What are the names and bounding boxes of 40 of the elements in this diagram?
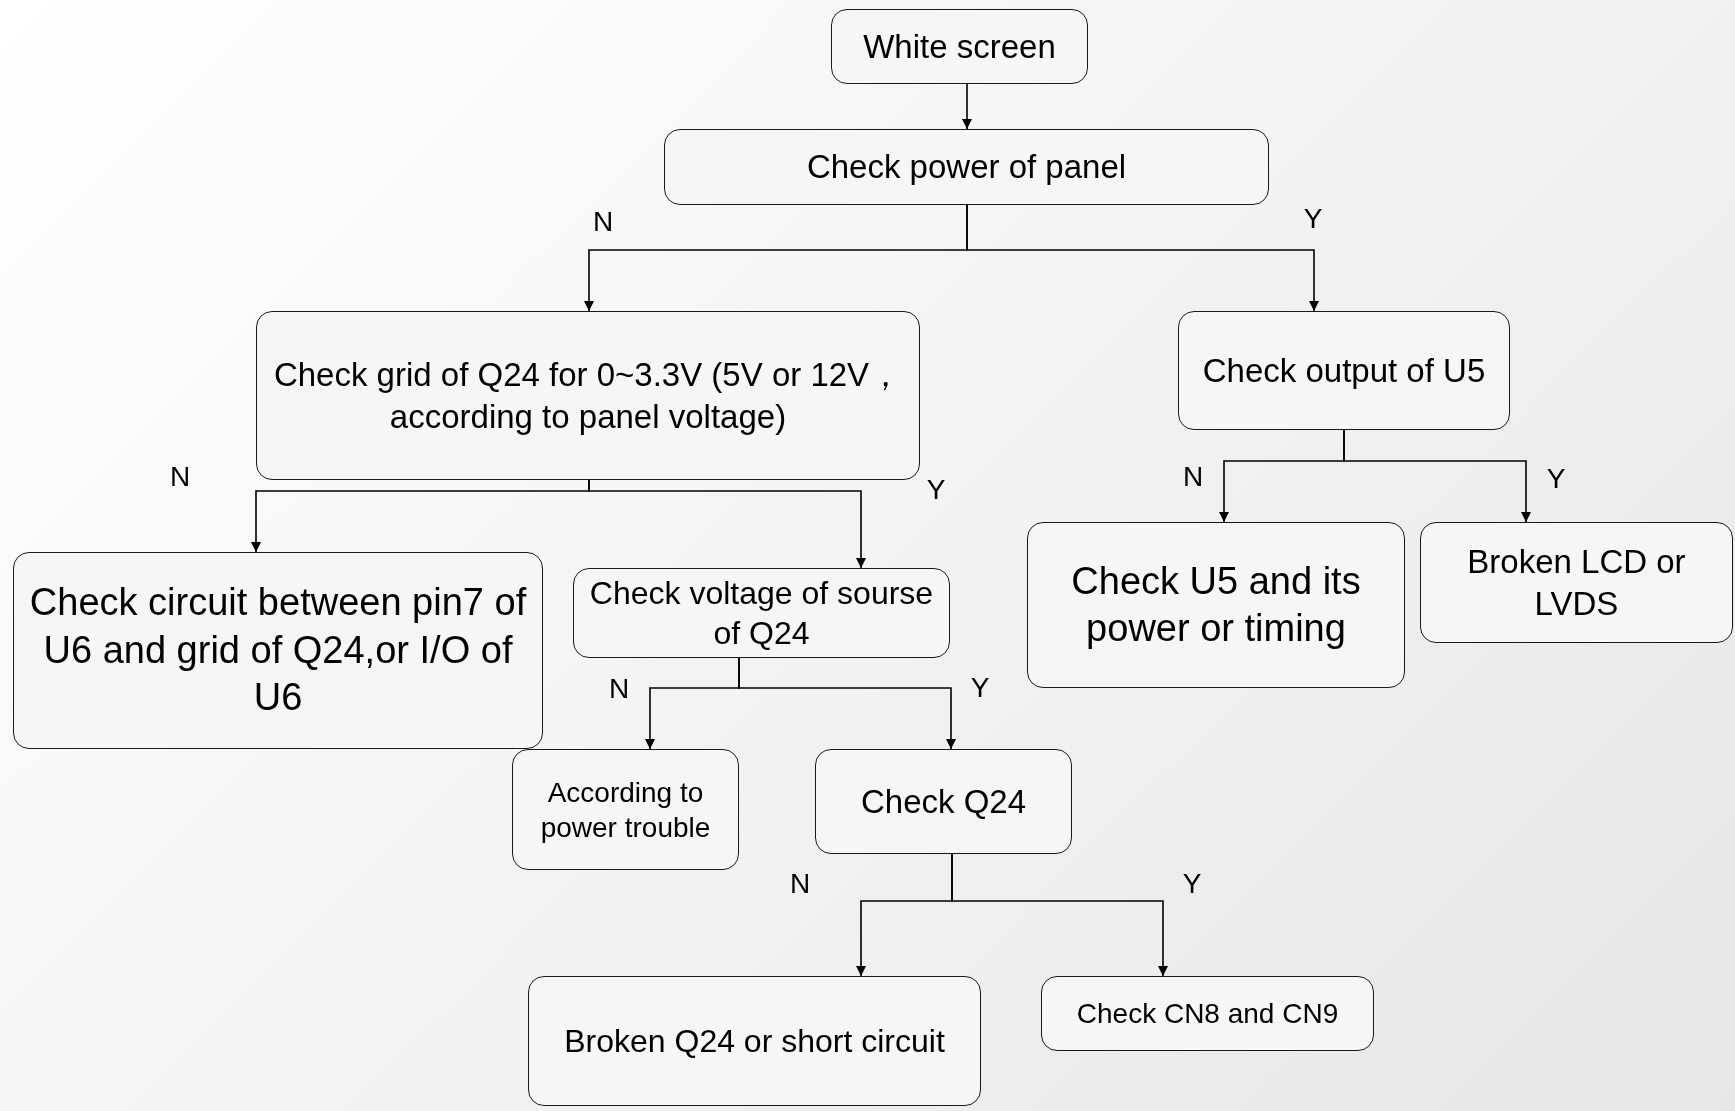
arrow: [738, 657, 956, 750]
box-text: White screen: [863, 26, 1056, 67]
process-box: [13, 552, 543, 749]
edge-label: N: [1182, 463, 1204, 491]
box-text: Check CN8 and CN9: [1076, 997, 1339, 1031]
arrow: [951, 853, 1168, 977]
process-box: [664, 129, 1269, 205]
process-box: [1041, 976, 1374, 1051]
edge-label: N: [169, 463, 191, 491]
process-box: [528, 976, 981, 1106]
box-text: Check circuit between pin7 of U6 and grid of Q24,or I/O of U6: [28, 580, 528, 721]
edge-label: Y: [1182, 870, 1202, 898]
process-box: [1420, 522, 1733, 643]
box-text: Check output of U5: [1202, 350, 1486, 391]
process-box: [815, 749, 1072, 854]
edge-label: Y: [970, 674, 990, 702]
process-box: [1178, 311, 1510, 430]
process-box: [831, 9, 1088, 84]
box-text: Check grid of Q24 for 0~3.3V (5V or 12V，according to panel voltage): [272, 355, 904, 437]
process-box: [512, 749, 739, 870]
arrow: [962, 83, 972, 130]
edge-label: N: [608, 675, 630, 703]
arrow: [1343, 429, 1531, 523]
box-text: Check Q24: [860, 781, 1027, 822]
process-box: [573, 568, 950, 658]
box-text: Check U5 and its power or timing: [1070, 558, 1362, 651]
process-box: [1027, 522, 1405, 688]
edge-label: Y: [1546, 465, 1566, 493]
box-text: Broken Q24 or short circuit: [564, 1022, 945, 1061]
edge-label: N: [592, 208, 614, 236]
edge-label: N: [789, 870, 811, 898]
box-text: Broken LCD or LVDS: [1466, 542, 1687, 624]
edge-label: Y: [1303, 205, 1323, 233]
box-text: Check power of panel: [806, 147, 1127, 188]
edge-label: Y: [926, 476, 946, 504]
box-text: Check voltage of sourse of Q24: [588, 574, 935, 653]
box-text: According to power trouble: [539, 775, 712, 845]
process-box: [256, 311, 920, 480]
arrow: [966, 204, 1319, 312]
arrow: [588, 479, 866, 569]
